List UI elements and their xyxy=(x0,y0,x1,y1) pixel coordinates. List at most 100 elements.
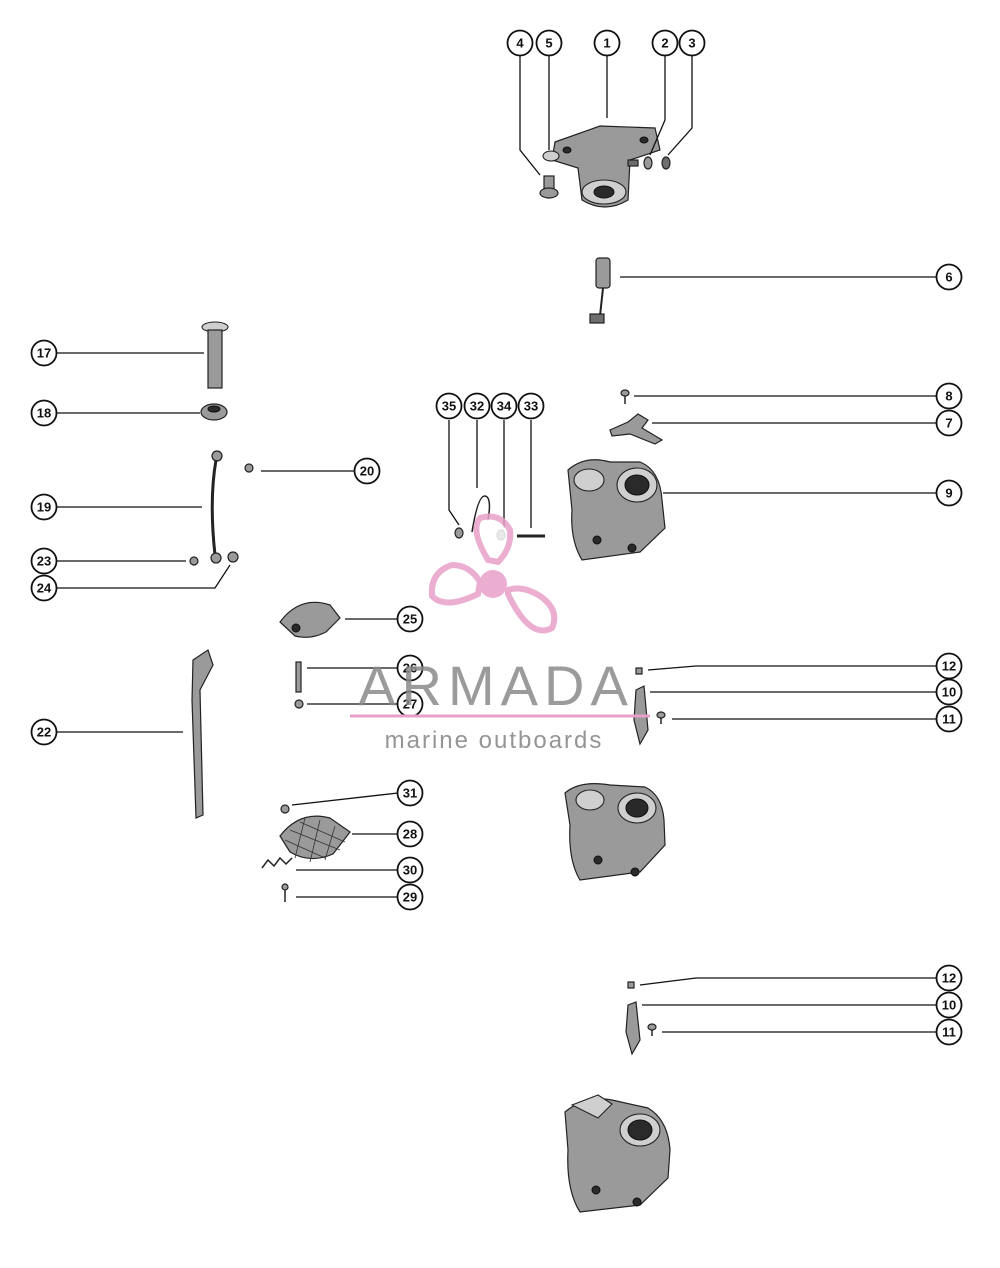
callout-24: 24 xyxy=(30,574,58,602)
callout-6: 6 xyxy=(935,263,963,291)
part-35-nut xyxy=(454,527,464,539)
callout-27: 27 xyxy=(396,690,424,718)
callout-circle xyxy=(678,29,706,57)
callout-30: 30 xyxy=(396,856,424,884)
part-20-screw xyxy=(244,463,254,473)
part-25-cam xyxy=(279,601,341,638)
callout-circle xyxy=(535,29,563,57)
callout-19: 19 xyxy=(30,493,58,521)
callout-circle xyxy=(396,654,424,682)
callout-18: 18 xyxy=(30,399,58,427)
part-11-screw-lower xyxy=(647,1023,657,1036)
callout-circle xyxy=(935,705,963,733)
callout-34: 34 xyxy=(490,392,518,420)
callout-10: 10 xyxy=(935,678,963,706)
carburetor-middle xyxy=(564,783,666,881)
callout-circle xyxy=(30,399,58,427)
callout-label: 6 xyxy=(945,270,952,285)
callout-label: 19 xyxy=(37,500,51,515)
callout-31: 31 xyxy=(396,779,424,807)
callout-label: 9 xyxy=(945,486,952,501)
callout-label: 18 xyxy=(37,406,51,421)
callout-circle xyxy=(935,1018,963,1046)
part-18-bushing xyxy=(200,403,228,421)
part-22-arm xyxy=(191,649,214,819)
callout-circle xyxy=(593,29,621,57)
callout-label: 22 xyxy=(37,725,51,740)
callout-label: 10 xyxy=(942,685,956,700)
callout-26: 26 xyxy=(396,654,424,682)
callout-circle xyxy=(517,392,545,420)
watermark-tagline: marine outboards xyxy=(385,727,604,754)
part-30-spring xyxy=(261,856,293,869)
callout-1: 1 xyxy=(593,29,621,57)
callout-label: 11 xyxy=(942,712,956,727)
callout-circle xyxy=(396,856,424,884)
callout-20: 20 xyxy=(353,457,381,485)
callout-label: 2 xyxy=(661,36,668,51)
callout-circle xyxy=(30,718,58,746)
callout-9: 9 xyxy=(935,479,963,507)
callout-label: 4 xyxy=(516,36,524,51)
watermark-brand: ARMADA xyxy=(358,654,634,717)
callout-25: 25 xyxy=(396,605,424,633)
callout-circle xyxy=(353,457,381,485)
callout-label: 12 xyxy=(942,659,956,674)
callout-label: 3 xyxy=(688,36,695,51)
part-6-plunger xyxy=(589,257,611,324)
callout-label: 12 xyxy=(942,971,956,986)
callout-label: 28 xyxy=(403,827,417,842)
callout-circle xyxy=(651,29,679,57)
part-3-nut xyxy=(661,156,671,170)
callout-11: 11 xyxy=(935,1018,963,1046)
callout-3: 3 xyxy=(678,29,706,57)
callout-23: 23 xyxy=(30,547,58,575)
callout-circle xyxy=(435,392,463,420)
callout-4: 4 xyxy=(506,29,534,57)
callout-circle xyxy=(396,883,424,911)
part-23-nut xyxy=(189,556,199,566)
callout-circle xyxy=(490,392,518,420)
part-31-nut xyxy=(280,804,290,814)
callout-circle xyxy=(506,29,534,57)
part-10-lever-lower xyxy=(625,1001,641,1056)
callout-circle xyxy=(935,382,963,410)
callout-circle xyxy=(935,678,963,706)
callout-label: 20 xyxy=(360,464,374,479)
callout-circle xyxy=(935,991,963,1019)
leader-lines xyxy=(57,55,937,1033)
callout-5: 5 xyxy=(535,29,563,57)
part-11-screw-upper xyxy=(656,711,666,724)
callout-label: 33 xyxy=(524,399,538,414)
callout-label: 34 xyxy=(497,399,512,414)
callout-12: 12 xyxy=(935,964,963,992)
callout-label: 23 xyxy=(37,554,51,569)
part-28-cover xyxy=(279,815,351,863)
callout-label: 1 xyxy=(603,36,610,51)
callout-circle xyxy=(30,493,58,521)
callout-7: 7 xyxy=(935,409,963,437)
callout-29: 29 xyxy=(396,883,424,911)
callout-circle xyxy=(30,574,58,602)
callout-8: 8 xyxy=(935,382,963,410)
part-4-bolt xyxy=(539,175,559,199)
callout-17: 17 xyxy=(30,339,58,367)
callout-circle xyxy=(935,263,963,291)
callout-label: 11 xyxy=(942,1025,956,1040)
propeller-logo-icon xyxy=(428,513,558,634)
part-29-screw xyxy=(281,883,289,902)
callout-32: 32 xyxy=(463,392,491,420)
callout-22: 22 xyxy=(30,718,58,746)
callout-label: 29 xyxy=(403,890,417,905)
part-2-washer xyxy=(643,156,653,170)
callout-2: 2 xyxy=(651,29,679,57)
callout-33: 33 xyxy=(517,392,545,420)
carburetor-bottom xyxy=(564,1094,671,1213)
part-32-spring xyxy=(471,495,491,533)
callout-label: 8 xyxy=(945,389,952,404)
part-1-bracket xyxy=(551,125,661,208)
callout-10: 10 xyxy=(935,991,963,1019)
part-9-carburetor xyxy=(567,459,666,561)
